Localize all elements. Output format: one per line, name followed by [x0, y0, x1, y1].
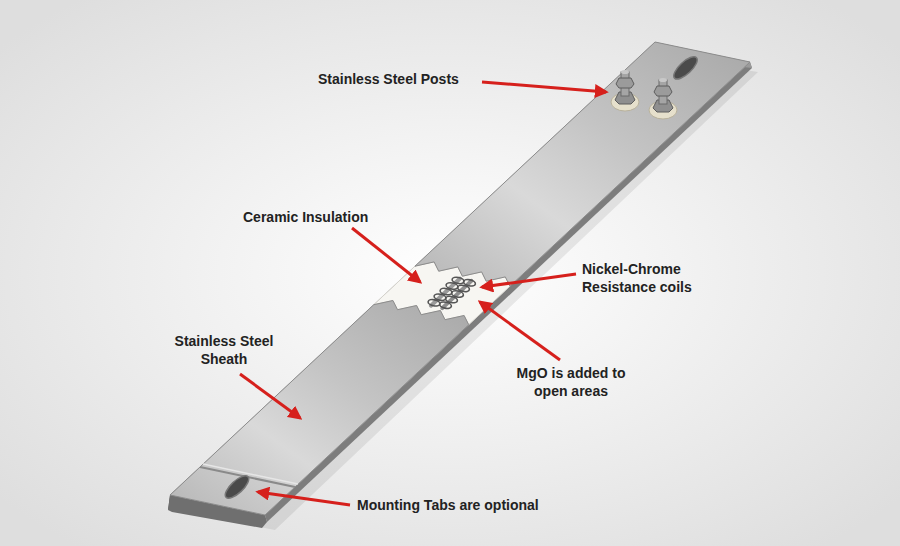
part-label: Mounting Tabs are optional [357, 496, 539, 514]
sheath-top-upper [415, 42, 750, 286]
sheath-top-lower [170, 301, 469, 516]
part-label: Nickel-Chrome Resistance coils [582, 260, 707, 296]
terminal-post [649, 78, 677, 119]
tab-fold-highlight [203, 464, 298, 484]
part-label: Ceramic Insulation [243, 208, 368, 226]
leader-arrow [240, 82, 606, 505]
part-label: Stainless Steel Posts [318, 70, 459, 88]
sheath-right-lip [265, 62, 752, 522]
mounting-slot [222, 53, 701, 501]
part-label: MgO is added to open areas [505, 364, 637, 400]
terminal-post [611, 70, 639, 111]
part-label: Stainless Steel Sheath [165, 332, 283, 368]
resistance-coils [428, 276, 476, 309]
